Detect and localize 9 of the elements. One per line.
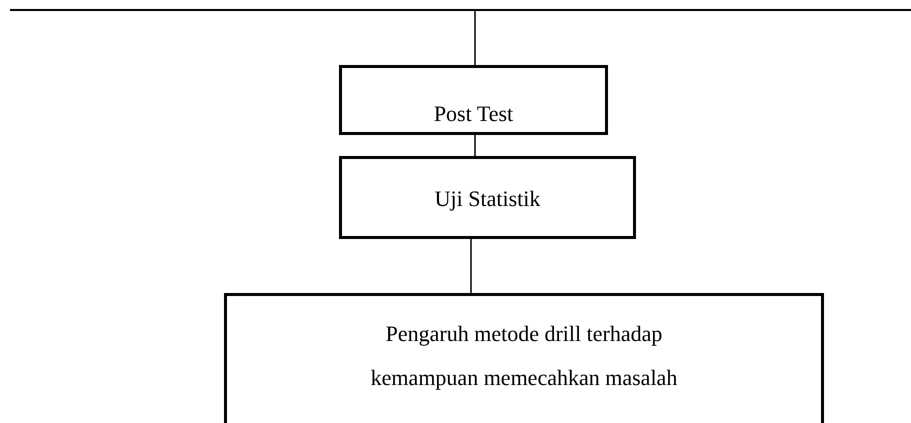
process-box [339, 65, 608, 135]
process-box [224, 293, 824, 423]
connector-line [474, 11, 476, 65]
connector-line [474, 135, 476, 156]
box-text: Uji Statistik [434, 185, 540, 213]
box-text: Post Test [434, 100, 514, 128]
connector-line [470, 239, 472, 293]
box-text: Pengaruh metode drill terhadap kemampuan memecahkan masalah [370, 320, 678, 392]
process-box [339, 156, 636, 239]
